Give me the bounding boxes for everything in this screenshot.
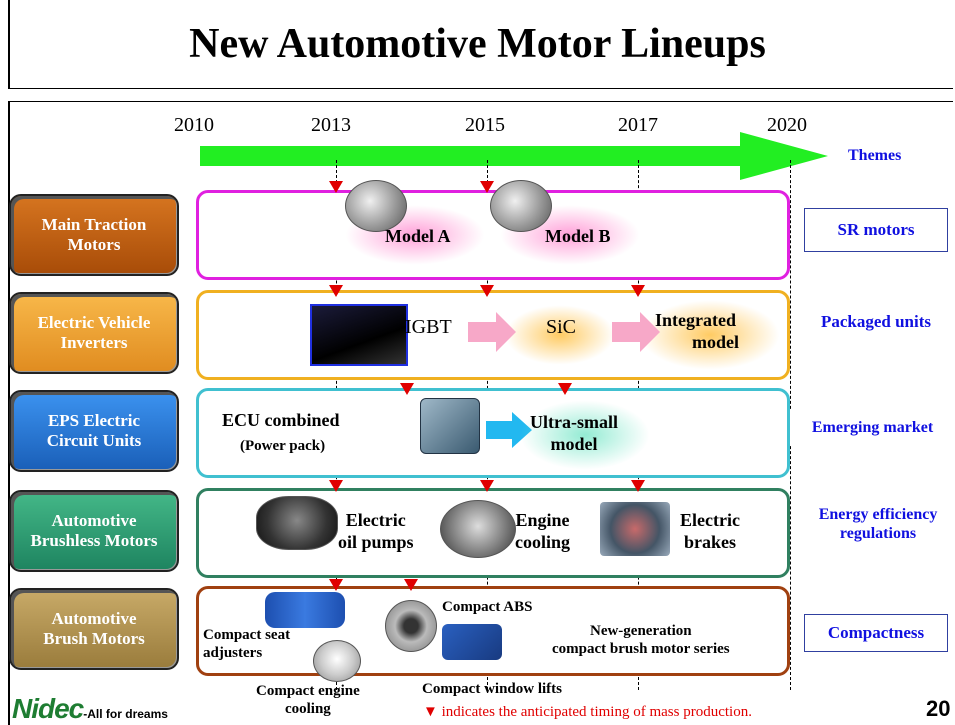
marker-triangle — [631, 285, 645, 297]
traction-motor-a-image — [345, 180, 407, 232]
label-line2: compact brush motor series — [552, 641, 730, 657]
marker-triangle — [480, 285, 494, 297]
marker-triangle — [404, 579, 418, 591]
theme-compactness: Compactness — [804, 614, 948, 652]
window-lift-image — [442, 624, 502, 660]
label-line2: cooling — [515, 531, 571, 552]
pink-arrow-icon — [612, 312, 660, 352]
category-label-line2: Inverters — [60, 333, 128, 352]
theme-packaged-units: Packaged units — [800, 302, 952, 342]
inverter-image — [310, 304, 408, 366]
label-sic: SiC — [546, 316, 577, 338]
theme-sr-motors: SR motors — [804, 208, 948, 252]
oil-pump-image — [256, 496, 338, 550]
marker-triangle — [329, 579, 343, 591]
logo-wordmark: Nidec — [12, 693, 84, 724]
label-model-b: Model B — [545, 226, 611, 246]
label-igbt: IGBT — [405, 316, 452, 338]
footnote: ▼ indicates the anticipated timing of ma… — [423, 704, 752, 720]
slide-title: New Automotive Motor Lineups — [189, 21, 766, 67]
label-compact-engine-cooling: Compact engine cooling — [256, 682, 360, 718]
label-electric-brakes: Electric brakes — [680, 510, 740, 553]
category-label-line1: Electric Vehicle — [37, 312, 151, 332]
label-compact-window-lifts: Compact window lifts — [422, 681, 563, 697]
marker-triangle — [480, 181, 494, 193]
label-line2: model — [692, 331, 739, 352]
marker-triangle — [480, 480, 494, 492]
label-ultra-small-model: Ultra-small model — [530, 412, 618, 455]
label-line2: regulations — [839, 525, 917, 542]
engine-cooling-fan-image — [313, 640, 361, 682]
label-line2: adjusters — [203, 645, 263, 661]
category-label-line1: Automotive — [51, 608, 137, 628]
page-number: 20 — [926, 696, 951, 721]
label-compact-abs: Compact ABS — [442, 599, 533, 615]
abs-motor-image — [385, 600, 437, 652]
theme-energy-efficiency: Energy efficiency regulations — [798, 498, 955, 550]
marker-triangle — [400, 383, 414, 395]
label-line1: Integrated — [655, 310, 736, 330]
eps-unit-image — [420, 398, 480, 454]
label-line2: model — [550, 433, 598, 454]
theme-emerging-market: Emerging market — [790, 410, 955, 446]
label-engine-cooling: Engine cooling — [515, 510, 570, 553]
label-line1: Electric — [680, 510, 740, 530]
year-2015: 2015 — [465, 114, 505, 136]
glow-integrated — [640, 300, 780, 370]
label-new-generation-series: New-generation compact brush motor serie… — [552, 622, 730, 658]
pink-arrow-icon — [468, 312, 516, 352]
label-integrated-model: Integrated model — [652, 310, 739, 353]
label-line1: Ultra-small — [530, 412, 618, 432]
traction-motor-b-image — [490, 180, 552, 232]
label-ecu-combined: ECU combined — [222, 410, 340, 430]
engine-cooling-image — [440, 500, 516, 558]
label-line2: cooling — [284, 701, 331, 717]
year-2013: 2013 — [311, 114, 351, 136]
category-label-line2: Brushless Motors — [30, 531, 158, 550]
seat-adjuster-image — [265, 592, 345, 628]
category-label-line1: Automotive — [51, 510, 137, 530]
label-line1: New-generation — [589, 623, 692, 639]
timeline-arrow — [200, 132, 828, 180]
label-line1: Energy efficiency — [818, 505, 938, 523]
label-line2: brakes — [683, 531, 736, 552]
electric-brake-image — [600, 502, 670, 556]
marker-triangle — [631, 480, 645, 492]
themes-header: Themes — [848, 147, 902, 164]
label-line1: Compact seat — [203, 627, 291, 643]
year-2017: 2017 — [618, 114, 658, 136]
marker-triangle — [329, 181, 343, 193]
marker-triangle — [329, 480, 343, 492]
label-line1: Electric — [345, 510, 406, 530]
label-line1: Engine — [515, 510, 570, 530]
glow-sic — [505, 305, 615, 365]
logo-tagline: -All for dreams — [83, 707, 168, 721]
label-line1: Compact engine — [256, 683, 360, 699]
nidec-logo: Nidec-All for dreams — [12, 693, 168, 725]
marker-triangle — [329, 285, 343, 297]
year-2010: 2010 — [174, 114, 214, 136]
label-electric-oil-pumps: Electric oil pumps — [338, 510, 414, 553]
category-label-line2: Motors — [67, 235, 121, 254]
label-line2: oil pumps — [338, 531, 414, 552]
label-compact-seat-adjusters: Compact seat adjusters — [203, 626, 290, 662]
category-label-line2: Brush Motors — [43, 629, 145, 648]
label-model-a: Model A — [385, 226, 451, 246]
year-2020: 2020 — [767, 114, 807, 136]
category-label-line2: Circuit Units — [46, 431, 142, 450]
marker-triangle — [558, 383, 572, 395]
category-label-line1: EPS Electric — [47, 410, 141, 430]
title-divider — [8, 88, 953, 102]
glow-ultra-small — [520, 400, 650, 470]
category-label-line1: Main Traction — [41, 214, 147, 234]
label-power-pack: (Power pack) — [240, 438, 326, 454]
